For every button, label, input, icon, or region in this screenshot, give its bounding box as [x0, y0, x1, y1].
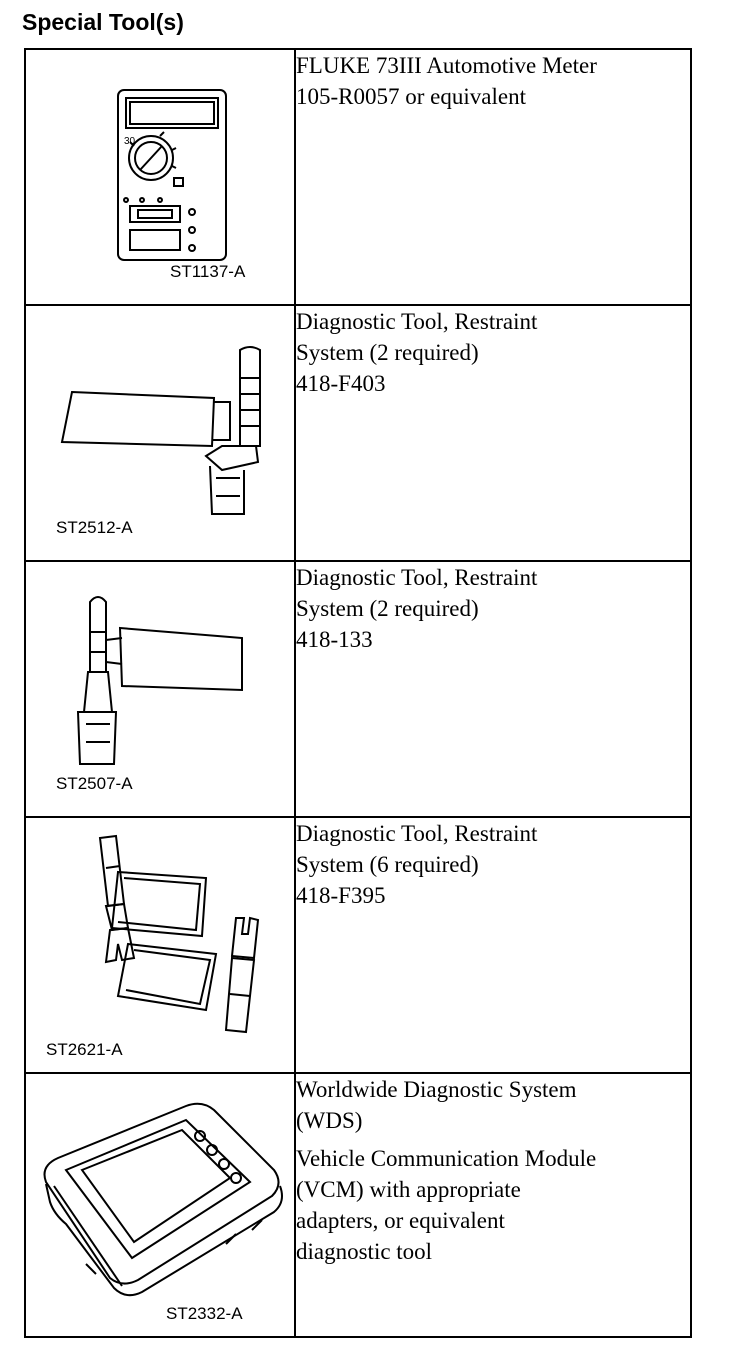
- figure-reference: ST2332-A: [166, 1304, 243, 1323]
- description-paragraph: Vehicle Communication Module (VCM) with …: [296, 1143, 690, 1267]
- restraint-tool-illustration: [60, 346, 261, 515]
- page-title: Special Tool(s): [22, 9, 184, 35]
- tool-description: FLUKE 73III Automotive Meter 105-R0057 o…: [294, 48, 692, 306]
- tool-description: Worldwide Diagnostic System (WDS) Vehicl…: [294, 1072, 692, 1338]
- table-row: ST2512-A Diagnostic Tool, Restraint Syst…: [24, 304, 692, 562]
- description-line: 418-133: [296, 627, 373, 652]
- tool-illustration-cell: ST2507-A: [24, 560, 296, 818]
- figure-reference: ST2512-A: [56, 518, 133, 537]
- description-line: System (2 required): [296, 340, 479, 365]
- meter-dial-label: 30: [124, 136, 136, 147]
- description-line: (VCM) with appropriate: [296, 1177, 521, 1202]
- special-tools-table: 30 ST1137-A FLUKE 73III Automotive Meter…: [24, 48, 692, 1338]
- description-line: Diagnostic Tool, Restraint: [296, 821, 538, 846]
- tool-illustration-cell: ST2512-A: [24, 304, 296, 562]
- restraint-tool-illustration: [98, 834, 260, 1034]
- description-line: (WDS): [296, 1108, 363, 1133]
- description-line: 418-F403: [296, 371, 386, 396]
- table-row: ST2507-A Diagnostic Tool, Restraint Syst…: [24, 560, 692, 818]
- description-line: Diagnostic Tool, Restraint: [296, 309, 538, 334]
- description-line: adapters, or equivalent: [296, 1208, 505, 1233]
- description-line: System (2 required): [296, 596, 479, 621]
- description-line: 418-F395: [296, 883, 386, 908]
- multimeter-illustration: 30: [117, 89, 227, 261]
- table-row: ST2332-A Worldwide Diagnostic System (WD…: [24, 1072, 692, 1338]
- tool-description: Diagnostic Tool, Restraint System (6 req…: [294, 816, 692, 1074]
- description-line: System (6 required): [296, 852, 479, 877]
- table-row: ST2621-A Diagnostic Tool, Restraint Syst…: [24, 816, 692, 1074]
- figure-reference: ST2621-A: [46, 1040, 123, 1059]
- restraint-tool-illustration: [76, 596, 243, 765]
- description-line: Worldwide Diagnostic System: [296, 1077, 577, 1102]
- tool-illustration-cell: 30 ST1137-A: [24, 48, 296, 306]
- description-line: 105-R0057 or equivalent: [296, 84, 526, 109]
- figure-reference: ST1137-A: [170, 262, 246, 281]
- tool-illustration-cell: ST2621-A: [24, 816, 296, 1074]
- figure-reference: ST2507-A: [56, 774, 133, 793]
- description-line: Vehicle Communication Module: [296, 1146, 597, 1171]
- tool-description: Diagnostic Tool, Restraint System (2 req…: [294, 560, 692, 818]
- description-line: FLUKE 73III Automotive Meter: [296, 53, 597, 78]
- description-line: Diagnostic Tool, Restraint: [296, 565, 538, 590]
- description-line: diagnostic tool: [296, 1239, 433, 1264]
- table-row: 30 ST1137-A FLUKE 73III Automotive Meter…: [24, 48, 692, 306]
- tool-illustration-cell: ST2332-A: [24, 1072, 296, 1338]
- wds-device-illustration: [43, 1102, 283, 1297]
- tool-description: Diagnostic Tool, Restraint System (2 req…: [294, 304, 692, 562]
